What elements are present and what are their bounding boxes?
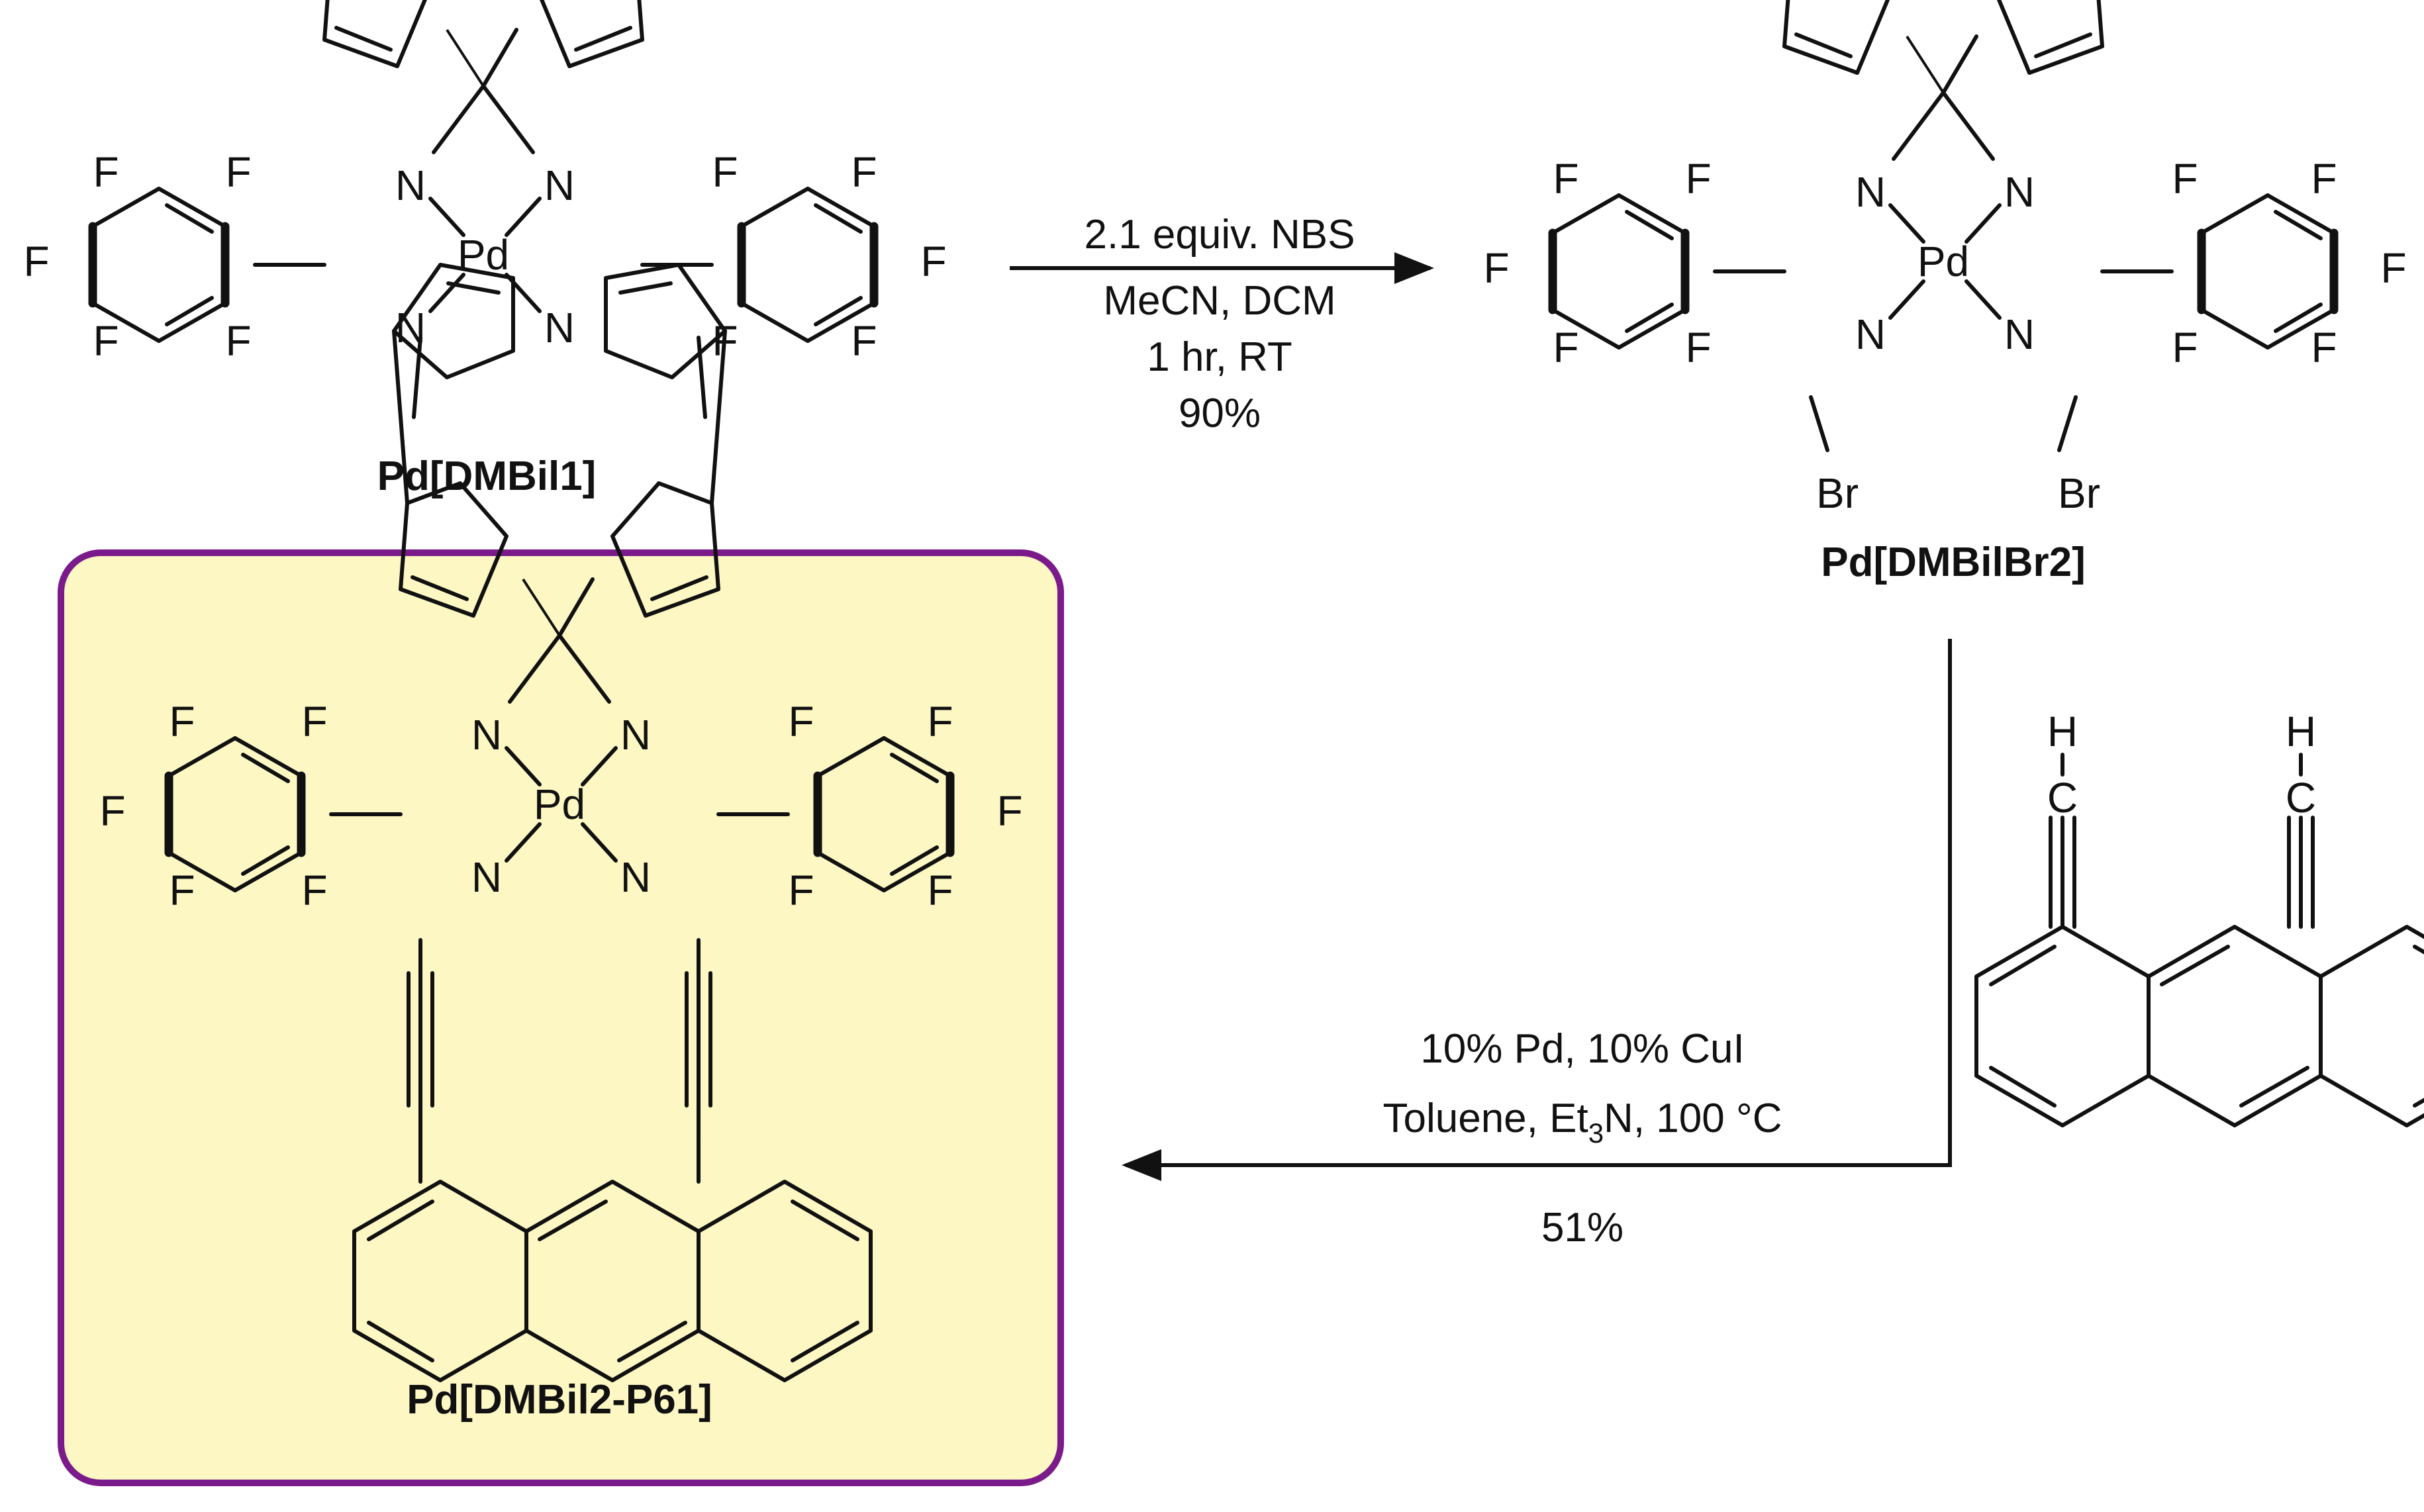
solvent-label: MeCN, DCM (1103, 278, 1335, 324)
atom-f: F (927, 698, 953, 745)
reaction-arrow-bromination: 2.1 equiv. NBS MeCN, DCM 1 hr, RT 90% (1010, 212, 1434, 436)
atom-f: F (1685, 324, 1711, 371)
atom-f: F (927, 867, 953, 914)
atom-n: N (471, 711, 502, 759)
atom-f: F (2380, 244, 2406, 292)
atom-h: H (2286, 708, 2316, 755)
atom-n: N (620, 853, 651, 901)
molecule-pd-dmbil1: N N N N Pd F F F F F F F F F F Pd[DMBil1… (23, 0, 947, 499)
yield-label: 90% (1179, 391, 1261, 436)
atom-n: N (620, 711, 651, 759)
atom-n: N (2004, 168, 2035, 216)
conditions-label: 1 hr, RT (1147, 334, 1292, 380)
atom-f: F (225, 317, 251, 365)
atom-n: N (1855, 310, 1886, 358)
atom-br: Br (2058, 469, 2100, 517)
atom-br: Br (1816, 469, 1859, 517)
atom-f: F (1483, 244, 1509, 292)
atom-n: N (544, 162, 575, 209)
reagent-label: 2.1 equiv. NBS (1085, 212, 1355, 258)
solvent-base-tail: N, 100 °C (1604, 1096, 1782, 1141)
solvent-base-text: Toluene, Et (1382, 1096, 1588, 1141)
atom-f: F (2311, 155, 2337, 203)
atom-f: F (996, 787, 1022, 835)
atom-f: F (99, 787, 125, 835)
atom-f: F (169, 698, 195, 745)
molecule-diethynylanthracene: C C H H (1976, 708, 2424, 1125)
product-highlight-box (58, 549, 1064, 1486)
atom-pd: Pd (534, 780, 585, 828)
molecule-pd-dmbilbr2: N N N N Pd F F F F F F F F F F Br Br Pd[… (1483, 0, 2407, 585)
yield-label: 51% (1541, 1205, 1624, 1251)
atom-n: N (2004, 310, 2035, 358)
atom-f: F (225, 148, 251, 196)
atom-f: F (93, 148, 119, 196)
solvent-base-label: Toluene, Et3N, 100 °C (1382, 1096, 1782, 1149)
atom-f: F (301, 698, 327, 745)
atom-n: N (1855, 168, 1886, 216)
atom-n: N (395, 162, 426, 209)
atom-f: F (93, 317, 119, 365)
atom-f: F (1553, 155, 1578, 203)
atom-f: F (2172, 324, 2198, 371)
atom-n: N (471, 853, 502, 901)
atom-h: H (2047, 708, 2078, 755)
atom-n: N (544, 304, 575, 352)
atom-c: C (2286, 774, 2316, 822)
atom-f: F (1685, 155, 1711, 203)
catalyst-label: 10% Pd, 10% CuI (1420, 1026, 1744, 1072)
molecule-pd-dmbil2-p61: N N N N Pd F F F F F F F F F F Pd[DMBil2… (99, 265, 1023, 1423)
atom-pd: Pd (1917, 238, 1969, 285)
atom-f: F (788, 867, 814, 914)
atom-f: F (851, 317, 877, 365)
atom-f: F (1553, 324, 1578, 371)
compound-name-pd-dmbil1: Pd[DMBil1] (377, 453, 597, 499)
atom-f: F (920, 238, 946, 285)
subscript-3: 3 (1588, 1117, 1604, 1149)
atom-c: C (2047, 774, 2078, 822)
reaction-arrow-coupling: 10% Pd, 10% CuI Toluene, Et3N, 100 °C 51… (1122, 639, 1952, 1251)
atom-f: F (712, 148, 738, 196)
atom-f: F (851, 148, 877, 196)
atom-f: F (2172, 155, 2198, 203)
atom-f: F (169, 867, 195, 914)
atom-f: F (788, 698, 814, 745)
compound-name-pd-dmbilbr2: Pd[DMBilBr2] (1821, 540, 2086, 585)
atom-f: F (23, 238, 49, 285)
atom-f: F (301, 867, 327, 914)
compound-name-pd-dmbil2-p61: Pd[DMBil2-P61] (407, 1377, 712, 1423)
atom-f: F (2311, 324, 2337, 371)
